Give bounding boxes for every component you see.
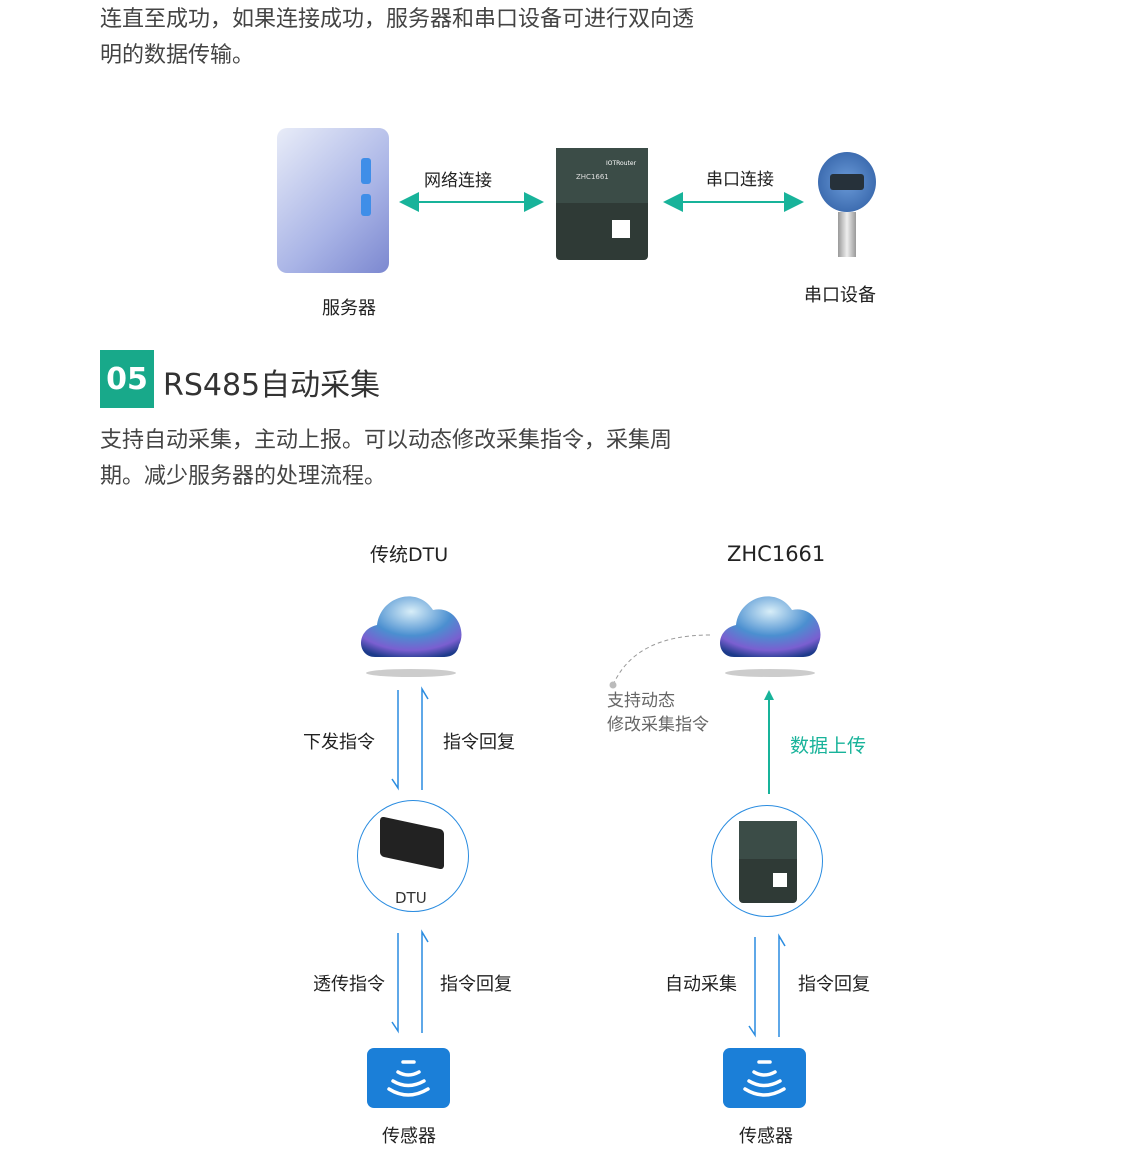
sensor-icon (367, 1048, 450, 1108)
dashed-note-connector (609, 634, 711, 689)
reply-label: 指令回复 (440, 974, 512, 995)
down-cmd-label: 下发指令 (303, 732, 375, 753)
server-image (277, 128, 389, 273)
pressure-transmitter-image (818, 152, 878, 262)
intro-text: 连直至成功，如果连接成功，服务器和串口设备可进行双向透明的数据传输。 (100, 7, 695, 68)
server-label: 服务器 (322, 298, 376, 319)
auto-collect-label: 自动采集 (665, 974, 737, 995)
sensor-label: 传感器 (382, 1126, 436, 1147)
serial-label: 串口连接 (706, 170, 774, 190)
zhc1661-device (711, 805, 823, 917)
section-title: RS485自动采集 (163, 368, 381, 403)
cloud-icon (361, 596, 462, 677)
network-label: 网络连接 (424, 171, 492, 191)
section-text: 支持自动采集，主动上报。可以动态修改采集指令，采集周期。减少服务器的处理流程。 (100, 428, 673, 489)
upload-arrow (764, 690, 774, 794)
right-title: ZHC1661 (727, 542, 826, 566)
section-number: 05 (100, 350, 154, 408)
upload-label: 数据上传 (790, 735, 867, 757)
serial-device-label: 串口设备 (804, 285, 876, 306)
cloud-icon (720, 596, 821, 677)
sensor-icon (723, 1048, 806, 1108)
left-title: 传统DTU (370, 544, 449, 566)
reply-label: 指令回复 (798, 974, 870, 995)
dynamic-note: 支持动态修改采集指令 (607, 691, 709, 735)
passthrough-arrows (391, 929, 429, 1034)
sensor-label: 传感器 (739, 1126, 793, 1147)
pass-cmd-label: 透传指令 (313, 974, 385, 995)
auto-collect-arrows (748, 933, 786, 1038)
dtu-label: DTU (395, 889, 427, 907)
dtu-device: DTU (357, 800, 469, 912)
connection-arrows (399, 192, 804, 212)
zhc1661-device-image: ZHC1661 IOTRouter (556, 148, 648, 260)
command-arrows (391, 686, 429, 791)
reply-label: 指令回复 (443, 732, 515, 753)
